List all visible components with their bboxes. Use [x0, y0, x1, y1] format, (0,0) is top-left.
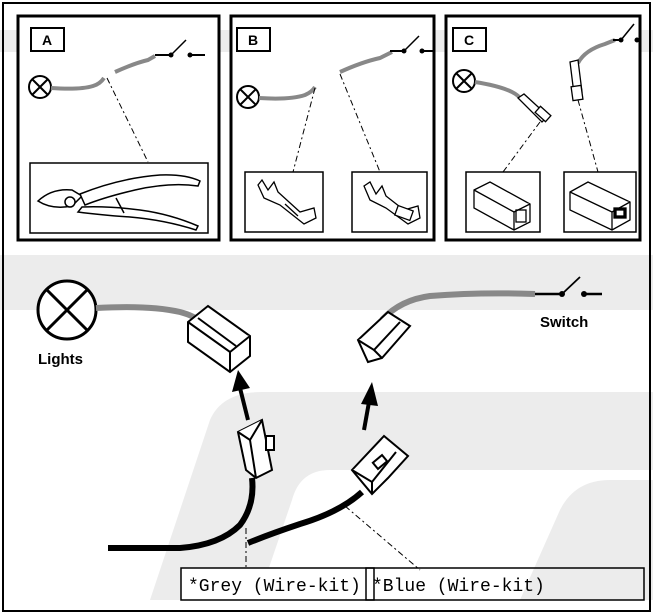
blue-wire-label: *Blue (Wire-kit): [372, 577, 545, 597]
panel-a: A: [16, 14, 221, 242]
grey-wire-label-box: [180, 567, 375, 601]
panel-b: B: [229, 14, 436, 242]
blue-label-leader: [344, 505, 421, 571]
switch-wire: [379, 290, 536, 323]
grey-kit-connector-icon: [236, 418, 275, 480]
grey-kit-wire: [108, 477, 256, 551]
main-diagram: Lights Switch: [36, 276, 645, 601]
arrow-up-icon: [232, 370, 250, 421]
lamp-icon: [236, 85, 260, 109]
lamp-icon: [28, 75, 52, 99]
blue-wire-label-box: [365, 567, 645, 601]
lamp-side-connector-icon: [187, 304, 251, 374]
leader-line-c2: [577, 99, 599, 173]
blue-kit-connector-icon: [350, 434, 410, 496]
panel-b-letter: B: [248, 32, 258, 48]
terminal-crimped-icon: [363, 181, 421, 225]
terminal-open-icon: [257, 178, 317, 225]
lights-lamp-icon: [36, 279, 98, 341]
grey-wire-label: *Grey (Wire-kit): [188, 577, 361, 597]
leader-line-a: [106, 77, 149, 163]
pliers-icon: [36, 174, 201, 231]
lamp-icon: [452, 69, 476, 93]
terminal-icon: [569, 59, 584, 102]
switch-icon: [613, 23, 640, 43]
main-switch-icon: [535, 276, 602, 297]
leader-line-b2: [339, 73, 381, 173]
panel-a-letter: A: [42, 32, 52, 48]
terminal-icon: [516, 93, 552, 123]
panel-c-letter: C: [464, 32, 474, 48]
leader-line-b1: [292, 87, 316, 173]
lights-label: Lights: [38, 351, 83, 368]
switch-icon: [390, 35, 433, 54]
switch-label: Switch: [540, 314, 588, 331]
cut-wire-left: [50, 76, 106, 91]
blue-kit-wire: [246, 489, 365, 546]
cut-wire-right: [114, 54, 156, 74]
crimped-wire-right: [576, 38, 616, 65]
connector-housing-icon: [569, 181, 631, 231]
arrow-up-icon: [361, 382, 378, 431]
stripped-wire-left: [258, 85, 317, 101]
panel-c: C: [444, 14, 642, 242]
switch-side-connector-icon: [356, 310, 412, 364]
leader-line-c1: [502, 121, 541, 173]
connector-housing-icon: [473, 181, 531, 231]
stripped-wire-right: [339, 50, 393, 74]
switch-icon: [155, 39, 205, 58]
